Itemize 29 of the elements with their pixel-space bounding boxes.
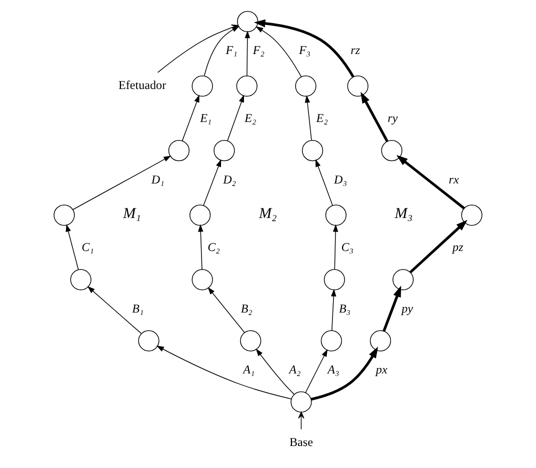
edge-label: B₂: [240, 301, 252, 316]
node-text: Base: [290, 434, 313, 449]
edge-label: D₁: [151, 172, 164, 186]
label: M₂: [258, 206, 277, 222]
edge-label: ry: [388, 111, 398, 126]
edge-label: px: [376, 362, 388, 376]
edge-label: B₁: [132, 301, 144, 316]
edge-label: rx: [448, 172, 459, 186]
edge-label: E₂: [316, 111, 328, 126]
label: M₁: [123, 206, 141, 222]
edge-label: A₁: [243, 362, 255, 376]
label: M₃: [394, 206, 413, 222]
edge-label: E₂: [244, 111, 256, 126]
edge-label: F₃: [298, 43, 311, 58]
edge-label: A₃: [328, 362, 340, 376]
edge-label: D₃: [334, 172, 347, 186]
edge-label: D₂: [223, 172, 236, 186]
edge-label: C₁: [82, 240, 94, 254]
edge-label: E₁: [200, 111, 212, 126]
edge-label: C₂: [208, 240, 220, 254]
edge-label: C₃: [341, 240, 354, 254]
node-text: Efetuador: [118, 78, 166, 92]
edge-label: pz: [452, 240, 464, 254]
edge-label: B₃: [338, 301, 351, 316]
edge-label: rz: [350, 43, 360, 58]
edge-label: A₂: [289, 362, 301, 376]
edge-label: F₁: [226, 43, 238, 58]
edge-label: py: [402, 301, 413, 316]
edge-label: F₂: [252, 43, 264, 58]
